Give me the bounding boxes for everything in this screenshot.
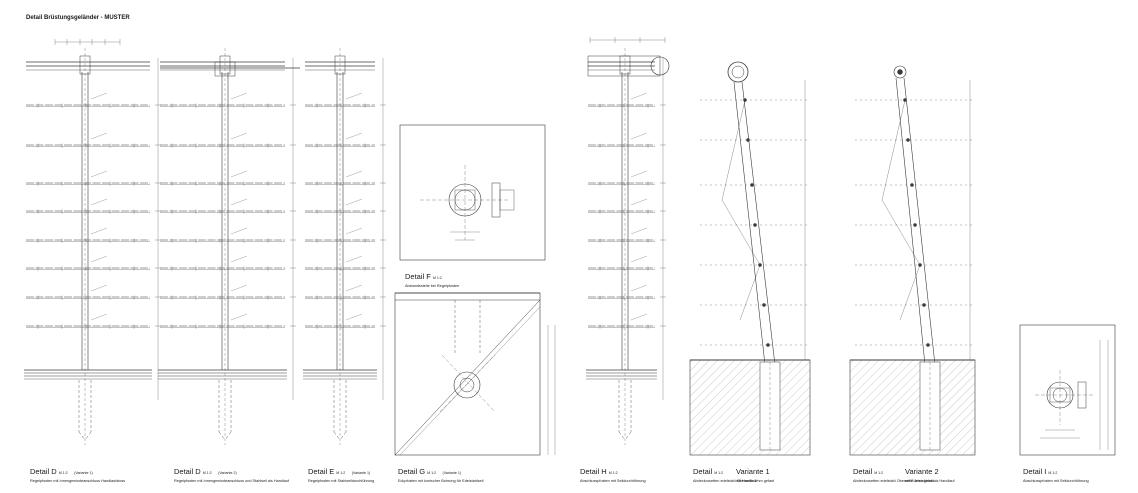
drawing-rect	[399, 124, 546, 261]
drawing-circle	[727, 61, 749, 83]
drawing-line	[90, 92, 108, 100]
sheet-title: Detail Brüstungsgeländer - MUSTER	[26, 15, 130, 21]
drawing-circle	[459, 377, 475, 393]
drawing-line	[218, 431, 226, 441]
drawing-rect	[1077, 381, 1087, 409]
drawing-line	[345, 92, 363, 100]
drawing-rect	[849, 359, 976, 456]
drawing-line	[441, 354, 496, 413]
drawing-line	[630, 132, 648, 140]
drawing-line	[741, 81, 776, 366]
drawing-line	[84, 431, 92, 441]
drawing-line	[230, 227, 248, 235]
drawing-line	[230, 198, 248, 206]
drawing-line	[881, 99, 906, 201]
drawing-line	[721, 199, 761, 266]
drawing-line	[90, 313, 108, 321]
drawing-line	[333, 431, 341, 441]
drawing-line	[630, 313, 648, 321]
drawing-line	[895, 77, 926, 366]
drawing-line	[230, 313, 248, 321]
drawing-rect	[759, 361, 781, 451]
drawing-line	[624, 431, 632, 441]
drawing-line	[230, 170, 248, 178]
drawing-rect	[499, 189, 515, 211]
drawing-circle	[731, 65, 745, 79]
drawing-line	[394, 299, 541, 456]
drawing-line	[630, 198, 648, 206]
drawing-rect	[214, 61, 236, 77]
variant-2-label: Variante 2 mit Edelstahlseil als Handlau…	[905, 467, 955, 483]
drawing-line	[230, 255, 248, 263]
drawing-line	[345, 132, 363, 140]
drawing-circle	[897, 69, 903, 75]
drawing-circle	[453, 371, 481, 399]
drawing-line	[90, 255, 108, 263]
drawing-line	[339, 431, 347, 441]
drawing-line	[345, 198, 363, 206]
drawing-line	[630, 92, 648, 100]
drawing-line	[224, 431, 232, 441]
drawing-rect	[919, 361, 941, 451]
drawing-rect	[587, 55, 661, 77]
drawing-line	[903, 77, 936, 366]
drawing-rect	[394, 292, 541, 456]
drawing-line	[881, 199, 921, 266]
drawing-line	[345, 170, 363, 178]
drawing-line	[733, 81, 766, 366]
drawing-line	[230, 92, 248, 100]
drawing-line	[345, 313, 363, 321]
drawing-line	[90, 227, 108, 235]
drawing-line	[630, 255, 648, 263]
drawing-line	[90, 284, 108, 292]
drawing-line	[230, 284, 248, 292]
drawing-line	[618, 431, 626, 441]
drawing-line	[345, 255, 363, 263]
drawing-line	[78, 431, 86, 441]
variant-1-label: Variante 1 mit Handlauf	[736, 467, 770, 483]
drawing-line	[630, 227, 648, 235]
drawing-line	[230, 132, 248, 140]
drawing-line	[899, 264, 921, 321]
drawing-line	[345, 284, 363, 292]
drawing-rect	[1019, 324, 1116, 456]
drawing-line	[721, 99, 746, 201]
drawing-line	[630, 284, 648, 292]
drawing-line	[739, 264, 761, 321]
drawing-line	[90, 198, 108, 206]
drawing-circle	[893, 65, 907, 79]
drawing-line	[439, 354, 496, 413]
drawing-line	[90, 170, 108, 178]
drawing-line	[90, 132, 108, 140]
drawing-rect	[689, 359, 811, 456]
drawing-line	[630, 170, 648, 178]
drawing-line	[345, 227, 363, 235]
